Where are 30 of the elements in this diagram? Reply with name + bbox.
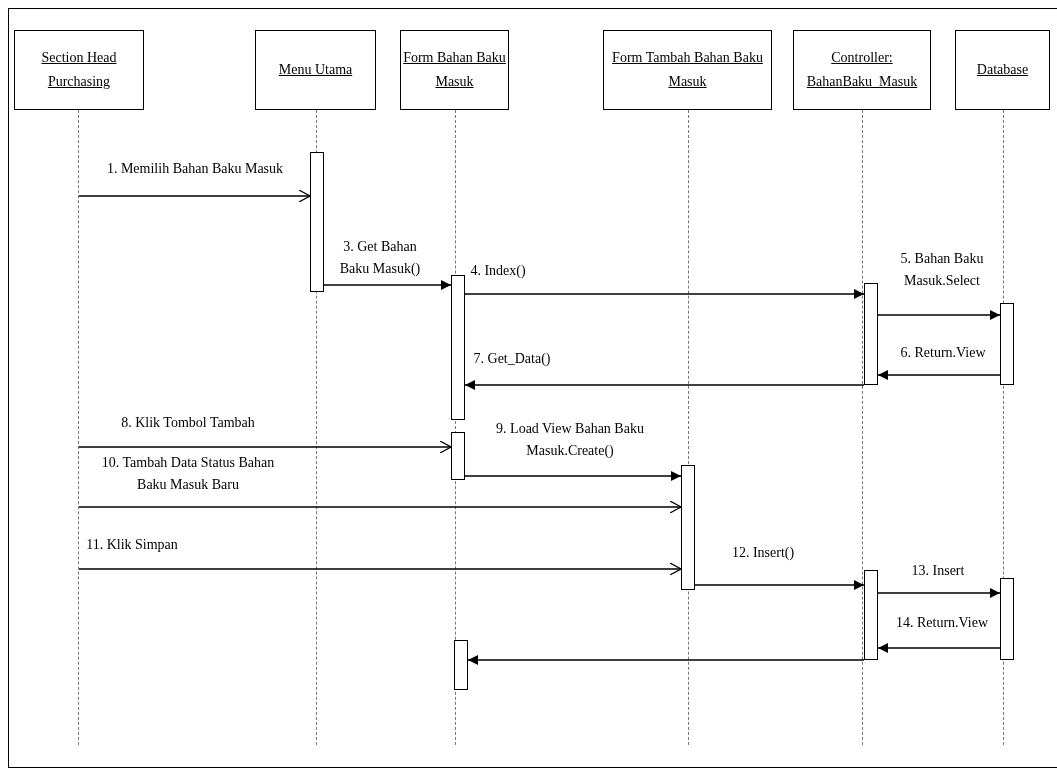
participant-box: Controller: BahanBaku_Masuk bbox=[793, 30, 931, 110]
message-arrow bbox=[323, 280, 452, 290]
activation-bar bbox=[1000, 578, 1014, 660]
activation-bar bbox=[681, 465, 695, 590]
activation-bar bbox=[1000, 303, 1014, 385]
activation-bar bbox=[864, 283, 878, 385]
participant-box: Menu Utama bbox=[255, 30, 376, 110]
participant-box: Database bbox=[955, 30, 1050, 110]
participant-box: Section Head Purchasing bbox=[14, 30, 144, 110]
activation-bar bbox=[451, 275, 465, 420]
activation-bar bbox=[864, 570, 878, 660]
activation-bar bbox=[310, 152, 324, 292]
message-arrow bbox=[78, 189, 311, 203]
message-arrow bbox=[78, 562, 682, 576]
activation-bar bbox=[454, 640, 468, 690]
message-arrow bbox=[877, 588, 1001, 598]
message-arrow bbox=[464, 471, 682, 481]
message-arrow bbox=[877, 370, 1001, 380]
message-arrow bbox=[694, 580, 865, 590]
message-arrow bbox=[78, 440, 452, 454]
message-arrow bbox=[78, 500, 682, 514]
activation-bar bbox=[451, 432, 465, 480]
lifeline bbox=[78, 110, 79, 745]
participant-box: Form Tambah Bahan Baku Masuk bbox=[603, 30, 772, 110]
message-arrow bbox=[877, 643, 1001, 653]
participant-box: Form Bahan Baku Masuk bbox=[400, 30, 509, 110]
message-arrow bbox=[464, 289, 865, 299]
message-arrow bbox=[464, 380, 865, 390]
message-arrow bbox=[877, 310, 1001, 320]
message-arrow bbox=[467, 655, 865, 665]
